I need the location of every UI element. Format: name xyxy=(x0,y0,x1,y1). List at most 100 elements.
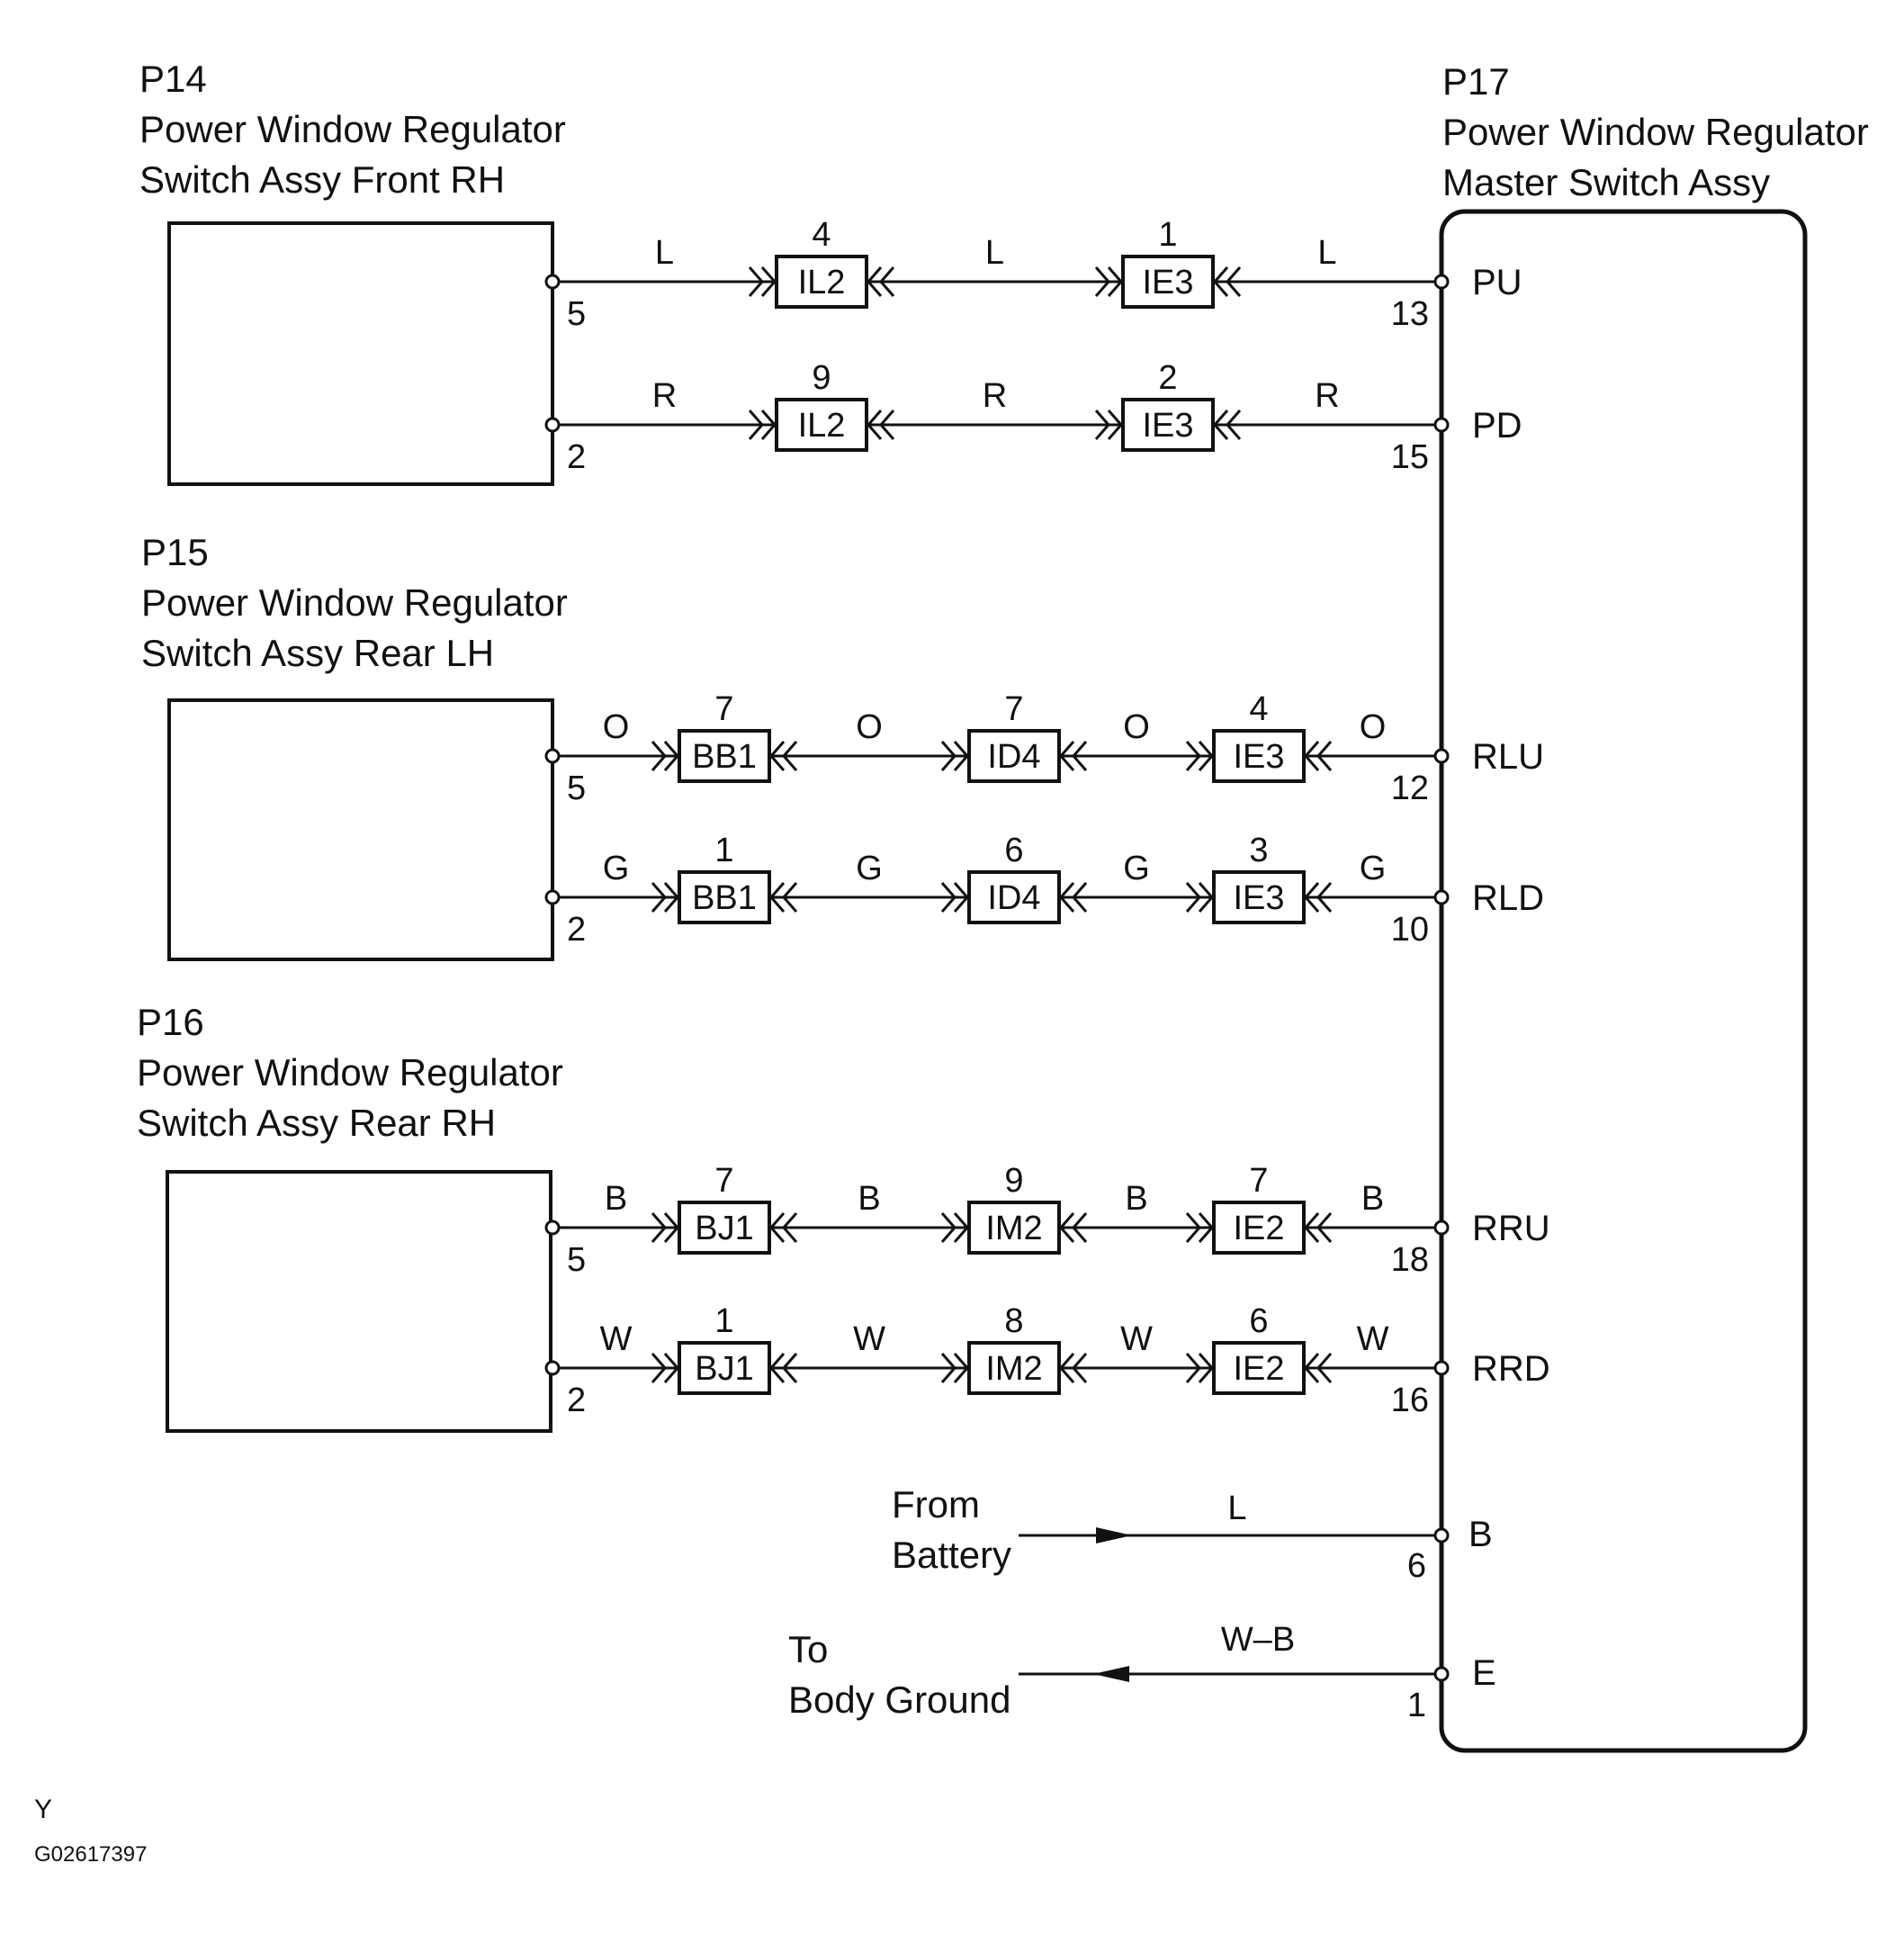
terminal-pin-icon xyxy=(1433,1220,1450,1236)
connector-name: BB1 xyxy=(692,738,757,776)
wire-color-label: G xyxy=(603,850,630,887)
terminal-pin-icon xyxy=(1433,1666,1450,1682)
component-name-line: Power Window Regulator xyxy=(137,1051,563,1094)
wire-color-label: L xyxy=(1227,1490,1246,1527)
wire-color-label: O xyxy=(856,708,883,746)
pin-number: 15 xyxy=(1391,438,1429,476)
connector-box xyxy=(1212,1341,1306,1395)
wire-color-label: W xyxy=(1357,1320,1389,1358)
pin-number: 13 xyxy=(1391,295,1429,333)
connector-box xyxy=(1121,255,1215,309)
wire-color-label: B xyxy=(605,1180,627,1218)
connector-name: IE3 xyxy=(1142,264,1193,302)
component-p15-heading: P15 Power Window Regulator Switch Assy R… xyxy=(141,531,568,674)
battery-label-line: Battery xyxy=(892,1534,1011,1576)
arrow-right-icon xyxy=(1096,1527,1132,1544)
terminal-pin-icon xyxy=(544,889,561,905)
connector-name: IE3 xyxy=(1233,738,1284,776)
connector-name: BJ1 xyxy=(695,1350,753,1388)
terminal-pin-icon xyxy=(1433,1527,1450,1544)
wire-color-label: G xyxy=(1123,850,1150,887)
connector-name: IL2 xyxy=(798,407,846,445)
wire-color-label: R xyxy=(983,377,1007,415)
component-p14-heading: P14 Power Window Regulator Switch Assy F… xyxy=(139,58,566,201)
component-name-line: Master Switch Assy xyxy=(1442,161,1770,203)
connector-pin: 7 xyxy=(1249,1162,1268,1200)
terminal-name: RRU xyxy=(1472,1209,1550,1248)
terminal-pin-icon xyxy=(544,1360,561,1376)
connector-name: IM2 xyxy=(985,1210,1042,1247)
component-id: P15 xyxy=(141,531,209,573)
connector-name: ID4 xyxy=(987,879,1040,917)
component-name-line: Switch Assy Rear LH xyxy=(141,632,494,674)
connector-box xyxy=(1212,1201,1306,1255)
pin-number: 5 xyxy=(567,1241,586,1279)
component-name-line: Switch Assy Rear RH xyxy=(137,1102,496,1144)
terminal-pin-icon xyxy=(544,417,561,433)
wire-color-label: L xyxy=(655,234,674,272)
connector-pin: 4 xyxy=(812,216,831,254)
connector-box xyxy=(1121,398,1215,452)
connector-pin: 1 xyxy=(714,832,733,869)
connector-name: BJ1 xyxy=(695,1210,753,1247)
wire-color-label: L xyxy=(1317,234,1336,272)
pin-number: 16 xyxy=(1391,1382,1429,1419)
component-name-line: Switch Assy Front RH xyxy=(139,158,505,201)
terminal-pin-icon xyxy=(1433,889,1450,905)
terminal-pin-icon xyxy=(544,1220,561,1236)
connector-pin: 9 xyxy=(1004,1162,1023,1200)
connector-box xyxy=(678,729,771,783)
connector-name: IL2 xyxy=(798,264,846,302)
component-p16-heading: P16 Power Window Regulator Switch Assy R… xyxy=(137,1001,563,1144)
connector-box xyxy=(678,870,771,924)
connector-pin: 7 xyxy=(1004,690,1023,728)
component-name-line: Power Window Regulator xyxy=(139,108,566,150)
battery-feed: From Battery L 6 B xyxy=(892,1483,1493,1585)
pin-number: 1 xyxy=(1407,1687,1426,1724)
component-name-line: Power Window Regulator xyxy=(1442,111,1869,153)
connector-box xyxy=(1212,870,1306,924)
ground-label-line: To xyxy=(788,1628,828,1670)
pin-number: 5 xyxy=(567,770,586,807)
master-switch-box xyxy=(1439,209,1808,1753)
connector-name: IE3 xyxy=(1233,879,1284,917)
connector-box xyxy=(775,255,868,309)
component-id: P17 xyxy=(1442,60,1510,103)
wire-color-label: G xyxy=(1360,850,1387,887)
wire-color-label: B xyxy=(1361,1180,1384,1218)
connector-box xyxy=(678,1341,771,1395)
pin-number: 18 xyxy=(1391,1241,1429,1279)
wire-color-label: W xyxy=(1120,1320,1153,1358)
wire-color-label: R xyxy=(1315,377,1339,415)
connector-pin: 4 xyxy=(1249,690,1268,728)
connector-box xyxy=(967,729,1061,783)
switch-rear-rh-box xyxy=(166,1170,552,1433)
wire-color-label: O xyxy=(1123,708,1150,746)
pin-number: 10 xyxy=(1391,911,1429,949)
component-id: P16 xyxy=(137,1001,204,1043)
wire-color-label: O xyxy=(603,708,630,746)
pin-number: 2 xyxy=(567,911,586,949)
figure-id: G02617397 xyxy=(34,1842,147,1867)
pin-number: 2 xyxy=(567,438,586,476)
footer-code: Y xyxy=(34,1795,52,1824)
terminal-name: RLD xyxy=(1472,878,1544,918)
connector-name: IE2 xyxy=(1233,1210,1284,1247)
connector-name: BB1 xyxy=(692,879,757,917)
terminal-pin-icon xyxy=(544,748,561,764)
component-p17-heading: P17 Power Window Regulator Master Switch… xyxy=(1442,60,1869,203)
terminal-name: E xyxy=(1472,1653,1496,1693)
wire-color-label: R xyxy=(652,377,677,415)
connector-pin: 6 xyxy=(1249,1302,1268,1340)
connector-pin: 9 xyxy=(812,359,831,397)
connector-name: IE3 xyxy=(1142,407,1193,445)
terminal-pin-icon xyxy=(544,274,561,290)
terminal-name: PD xyxy=(1472,406,1522,446)
connector-pin: 8 xyxy=(1004,1302,1023,1340)
terminal-name: RRD xyxy=(1472,1349,1550,1389)
wire-color-label: G xyxy=(856,850,883,887)
terminal-pin-icon xyxy=(1433,748,1450,764)
